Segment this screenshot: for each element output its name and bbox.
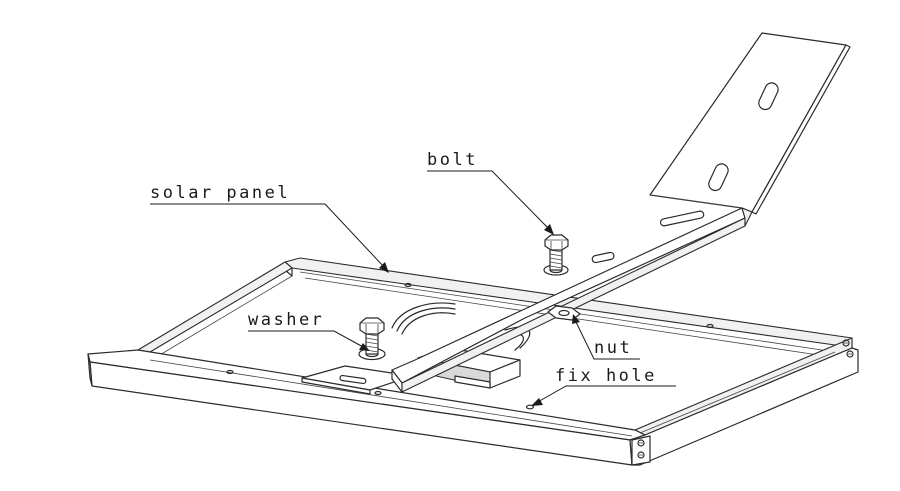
callout-fix-hole: fix hole xyxy=(531,366,676,406)
label-washer: washer xyxy=(248,310,324,330)
bolt xyxy=(543,234,569,276)
label-bolt: bolt xyxy=(427,150,478,170)
label-fix-hole: fix hole xyxy=(555,366,657,386)
callout-washer: washer xyxy=(248,310,370,351)
mounting-bracket xyxy=(301,32,851,395)
label-nut: nut xyxy=(594,338,632,358)
callout-bolt: bolt xyxy=(427,150,554,235)
label-solar-panel: solar panel xyxy=(150,183,290,203)
solar-panel-frame xyxy=(87,257,859,466)
callout-nut: nut xyxy=(572,314,640,360)
callout-solar-panel: solar panel xyxy=(150,183,389,273)
nut xyxy=(547,305,581,321)
washer-bolt xyxy=(358,317,386,361)
fix-hole xyxy=(525,404,535,410)
